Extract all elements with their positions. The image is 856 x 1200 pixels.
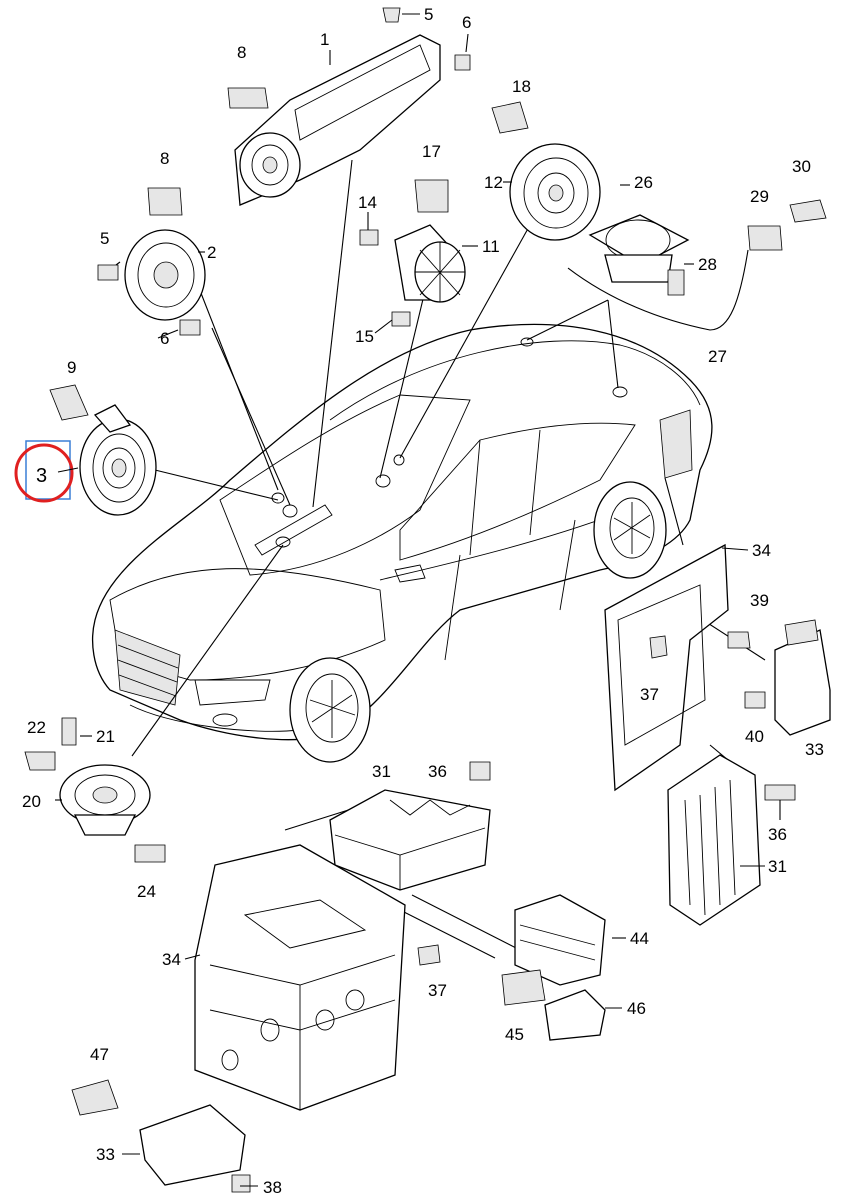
part-label-28: 28 bbox=[698, 255, 717, 274]
part-44-connector-block bbox=[514, 894, 606, 986]
part-1-trim-panel bbox=[234, 34, 441, 206]
part-label-29: 29 bbox=[750, 187, 769, 206]
part-26-speaker bbox=[588, 214, 690, 283]
part-label-37: 37 bbox=[640, 685, 659, 704]
part-label-46: 46 bbox=[627, 999, 646, 1018]
part-18-connector bbox=[491, 101, 529, 134]
part-label-2: 2 bbox=[207, 243, 216, 262]
part-47-connector bbox=[71, 1079, 119, 1116]
highlight-circle bbox=[14, 443, 74, 503]
part-label-33: 33 bbox=[96, 1145, 115, 1164]
part-33-module-lower bbox=[139, 1104, 246, 1186]
part-22-bracket bbox=[24, 751, 56, 771]
part-label-40: 40 bbox=[745, 727, 764, 746]
part-label-24: 24 bbox=[137, 882, 156, 901]
part-31-amplifier-vertical bbox=[667, 754, 761, 926]
part-label-36: 36 bbox=[428, 762, 447, 781]
part-label-6: 6 bbox=[462, 13, 471, 32]
part-34-mounting-frame bbox=[194, 844, 406, 1111]
highlight-part-3: 3 bbox=[14, 440, 79, 503]
part-label-34: 34 bbox=[752, 541, 771, 560]
part-label-9: 9 bbox=[67, 358, 76, 377]
part-label-34: 34 bbox=[162, 950, 181, 969]
part-label-8: 8 bbox=[237, 43, 246, 62]
highlight-label: 3 bbox=[36, 465, 47, 487]
part-label-14: 14 bbox=[358, 193, 377, 212]
part-label-11: 11 bbox=[482, 237, 500, 256]
part-9-clip bbox=[49, 384, 89, 421]
part-34-bracket-plate bbox=[604, 543, 729, 792]
part-2-speaker bbox=[124, 229, 206, 321]
part-label-31: 31 bbox=[372, 762, 391, 781]
part-17-connector bbox=[414, 179, 449, 213]
part-label-20: 20 bbox=[22, 792, 41, 811]
part-label-39: 39 bbox=[750, 591, 769, 610]
part-label-18: 18 bbox=[512, 77, 531, 96]
part-label-37: 37 bbox=[428, 981, 447, 1000]
part-label-45: 45 bbox=[505, 1025, 524, 1044]
part-label-47: 47 bbox=[90, 1045, 109, 1064]
part-label-5: 5 bbox=[100, 229, 109, 248]
part-45-connector bbox=[501, 969, 546, 1006]
part-label-26: 26 bbox=[634, 173, 653, 192]
part-37-clip bbox=[417, 635, 668, 966]
part-label-27: 27 bbox=[708, 347, 727, 366]
part-label-8: 8 bbox=[160, 149, 169, 168]
part-31-amplifier-center bbox=[329, 789, 491, 891]
part-label-36: 36 bbox=[768, 825, 787, 844]
part-labels: 1 2 5 5 6 6 8 8 9 11 12 14 15 17 18 20 2… bbox=[22, 5, 824, 1197]
part-label-15: 15 bbox=[355, 327, 374, 346]
part-label-21: 21 bbox=[96, 727, 115, 746]
part-3-speaker bbox=[79, 404, 157, 516]
part-label-1: 1 bbox=[320, 30, 329, 49]
part-11-speaker-cylinder bbox=[394, 224, 466, 303]
part-label-6: 6 bbox=[160, 329, 169, 348]
part-label-12: 12 bbox=[484, 173, 503, 192]
part-label-33: 33 bbox=[805, 740, 824, 759]
part-label-38: 38 bbox=[263, 1178, 282, 1197]
part-label-22: 22 bbox=[27, 718, 46, 737]
part-label-31: 31 bbox=[768, 857, 787, 876]
part-label-44: 44 bbox=[630, 929, 649, 948]
fasteners bbox=[61, 7, 796, 1193]
leader-lines bbox=[131, 159, 766, 959]
part-46-connector bbox=[544, 989, 606, 1041]
part-24-connector bbox=[134, 844, 166, 863]
part-label-30: 30 bbox=[792, 157, 811, 176]
label-ticks bbox=[55, 13, 781, 1187]
part-33-module bbox=[774, 619, 831, 736]
part-20-speaker bbox=[59, 764, 151, 836]
part-8-connector bbox=[147, 87, 269, 216]
part-27-cable bbox=[567, 199, 827, 331]
part-label-5: 5 bbox=[424, 5, 433, 24]
part-12-speaker bbox=[509, 143, 601, 241]
car-body bbox=[92, 323, 713, 763]
highlight-box bbox=[25, 440, 71, 500]
part-label-17: 17 bbox=[422, 142, 441, 161]
